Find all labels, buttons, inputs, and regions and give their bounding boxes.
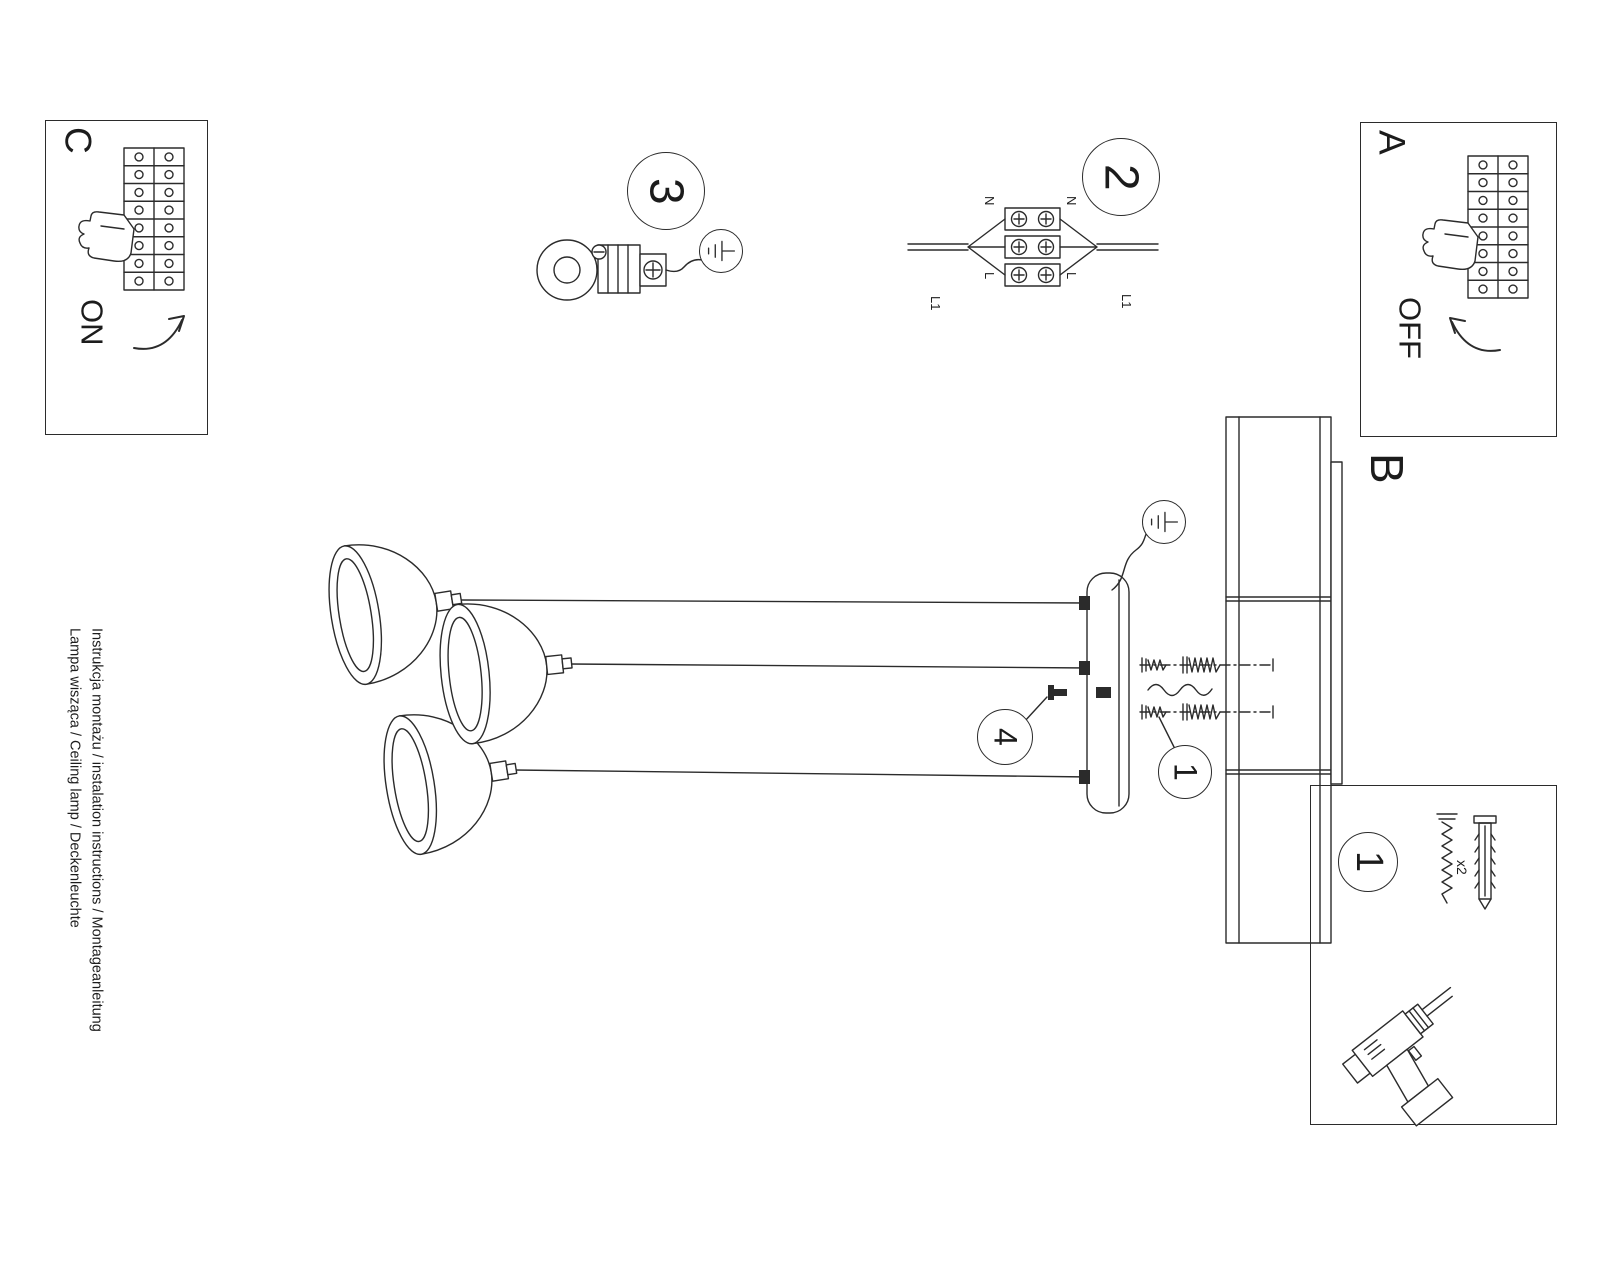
fixing-screw-icon: [1048, 685, 1054, 700]
screw-icon: [1436, 813, 1458, 904]
mounting-bracket-icon: [1147, 683, 1213, 697]
mounting-screw-icon: [1182, 656, 1221, 674]
curved-arrow-icon: [133, 315, 185, 350]
cable-left: [907, 243, 969, 251]
panel-a-label: A: [1371, 130, 1413, 155]
callout-1-leader: [1158, 716, 1175, 748]
terminal-label-n-right: N: [1063, 196, 1079, 206]
terminal-strip-hand-icon: [78, 147, 185, 291]
panel-c-state-label: ON: [74, 299, 110, 346]
panel-a-state-label: OFF: [1392, 297, 1428, 359]
step-4-badge: 4: [977, 709, 1033, 765]
step-2-number: 2: [1094, 163, 1148, 191]
lamp-cord: [513, 769, 1091, 778]
wire-label-l1-left: L1: [927, 296, 943, 311]
terminal-label-l-right: L: [1063, 272, 1079, 280]
screw-and-plug-icon: [1436, 813, 1497, 910]
cable-grip: [1079, 661, 1090, 675]
mounting-screw-icon: [1182, 703, 1221, 721]
pendant-lamp-drawing: [319, 526, 1274, 859]
step-1-number: 1: [1167, 763, 1204, 781]
hand-press-icon: [1422, 219, 1479, 271]
earth-symbol-icon: [699, 229, 743, 273]
canopy-center-boss: [1096, 687, 1111, 698]
wall-plug-icon: [1473, 815, 1497, 910]
mounting-screw-icon: [1141, 704, 1167, 720]
terminal-label-l-left: L: [981, 272, 997, 280]
product-name: Lampa wisząca / Ceiling lamp / Deckenleu…: [66, 628, 83, 928]
wire-label-l1-right: L1: [1118, 294, 1134, 309]
panel-c: [45, 120, 208, 435]
lamp-cord: [569, 663, 1091, 669]
cable-grip: [1079, 596, 1090, 610]
earth-symbol-icon: [1142, 500, 1186, 544]
panel-a: [1360, 122, 1557, 437]
callout-4-leader: [1023, 696, 1048, 723]
instructions-title: Instrukcja montażu / instalation instruc…: [88, 628, 105, 1032]
step-1-box-number: 1: [1347, 851, 1390, 873]
hardware-box: [1310, 785, 1557, 1125]
mounting-screw-icon: [1141, 657, 1167, 673]
step-3-badge: 3: [627, 152, 705, 230]
lamp-shade: [433, 592, 580, 747]
step-1-badge: 1: [1158, 745, 1212, 799]
step-1-box-badge: 1: [1338, 832, 1398, 892]
hand-press-icon: [78, 211, 135, 263]
lamp-cord: [459, 599, 1091, 604]
curved-arrow-icon: [1449, 317, 1501, 352]
drill-icon: [1342, 986, 1454, 1127]
ceiling-batten-drawing: [1225, 416, 1343, 944]
cable-grip: [1079, 770, 1090, 784]
step-3-number: 3: [639, 177, 693, 205]
panel-c-label: C: [57, 127, 99, 154]
terminal-strip-hand-icon: [1422, 155, 1529, 299]
fixing-screw-icon: [1054, 689, 1067, 696]
step-4-number: 4: [987, 728, 1024, 746]
connector-block-icon: [907, 207, 1159, 287]
cable-right: [1096, 243, 1159, 251]
step-2-badge: 2: [1082, 138, 1160, 216]
section-b-label: B: [1360, 453, 1413, 484]
lamp-holder-icon: [536, 239, 716, 301]
screw-quantity-label: x2: [1454, 860, 1471, 875]
terminal-label-n-left: N: [981, 196, 997, 206]
lamp-shade: [374, 698, 528, 859]
